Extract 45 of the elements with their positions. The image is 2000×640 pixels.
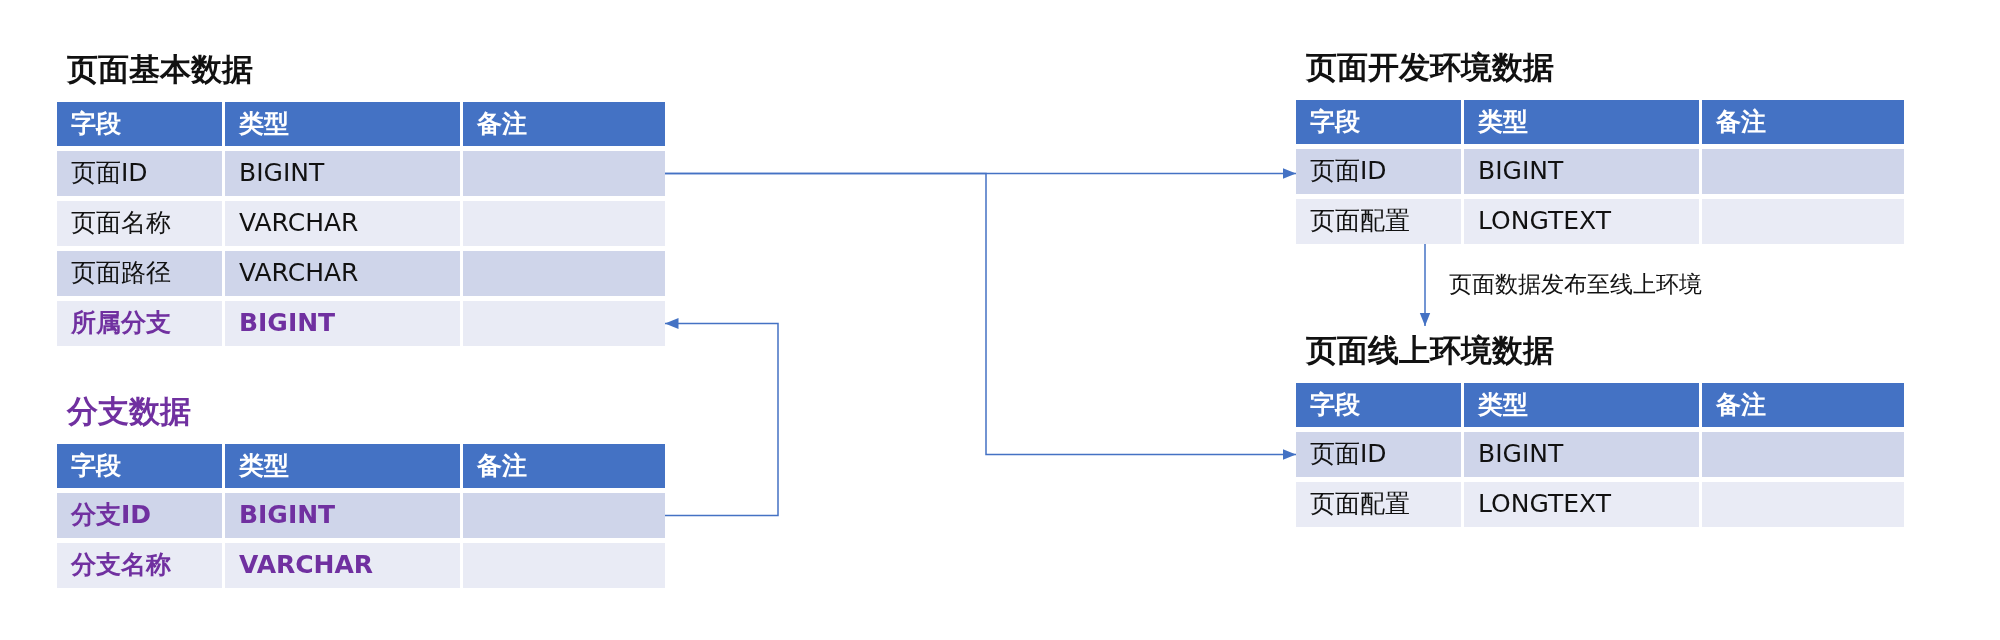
header-cell: 字段 bbox=[1296, 100, 1461, 144]
header-cell: 字段 bbox=[57, 444, 222, 488]
table-title: 页面基本数据 bbox=[67, 50, 253, 89]
table-cell: 页面配置 bbox=[1296, 199, 1461, 244]
table-cell bbox=[463, 493, 665, 538]
header-cell: 字段 bbox=[1296, 383, 1461, 427]
table-cell: BIGINT bbox=[225, 151, 460, 196]
table-cell bbox=[463, 251, 665, 296]
arrow bbox=[664, 318, 779, 517]
table-cell: 页面配置 bbox=[1296, 482, 1461, 527]
header-cell: 备注 bbox=[463, 102, 665, 146]
table-cell: BIGINT bbox=[1464, 149, 1699, 194]
header-cell: 类型 bbox=[1464, 383, 1699, 427]
header-cell: 备注 bbox=[1702, 100, 1904, 144]
header-cell: 备注 bbox=[1702, 383, 1904, 427]
table-cell: LONGTEXT bbox=[1464, 482, 1699, 527]
header-cell: 备注 bbox=[463, 444, 665, 488]
table-cell: BIGINT bbox=[1464, 432, 1699, 477]
table-cell: 分支名称 bbox=[57, 543, 222, 588]
table-cell: BIGINT bbox=[225, 493, 460, 538]
table-cell: 页面名称 bbox=[57, 201, 222, 246]
table-cell bbox=[1702, 149, 1904, 194]
table-title: 分支数据 bbox=[67, 392, 191, 431]
table-cell: VARCHAR bbox=[225, 201, 460, 246]
header-cell: 字段 bbox=[57, 102, 222, 146]
table-cell: VARCHAR bbox=[225, 543, 460, 588]
header-cell: 类型 bbox=[225, 102, 460, 146]
table-cell: 所属分支 bbox=[57, 301, 222, 346]
table-cell: LONGTEXT bbox=[1464, 199, 1699, 244]
table-cell bbox=[1702, 432, 1904, 477]
header-cell: 类型 bbox=[1464, 100, 1699, 144]
table-cell: VARCHAR bbox=[225, 251, 460, 296]
table-cell: 页面ID bbox=[1296, 149, 1461, 194]
table-cell: 页面路径 bbox=[57, 251, 222, 296]
table-cell: BIGINT bbox=[225, 301, 460, 346]
header-cell: 类型 bbox=[225, 444, 460, 488]
table-cell: 分支ID bbox=[57, 493, 222, 538]
table-title: 页面线上环境数据 bbox=[1306, 331, 1554, 370]
table-cell bbox=[463, 301, 665, 346]
arrow bbox=[1419, 243, 1431, 327]
table-cell: 页面ID bbox=[57, 151, 222, 196]
table-title: 页面开发环境数据 bbox=[1306, 48, 1554, 87]
table-cell bbox=[463, 151, 665, 196]
table-cell: 页面ID bbox=[1296, 432, 1461, 477]
arrow bbox=[664, 172, 1297, 460]
